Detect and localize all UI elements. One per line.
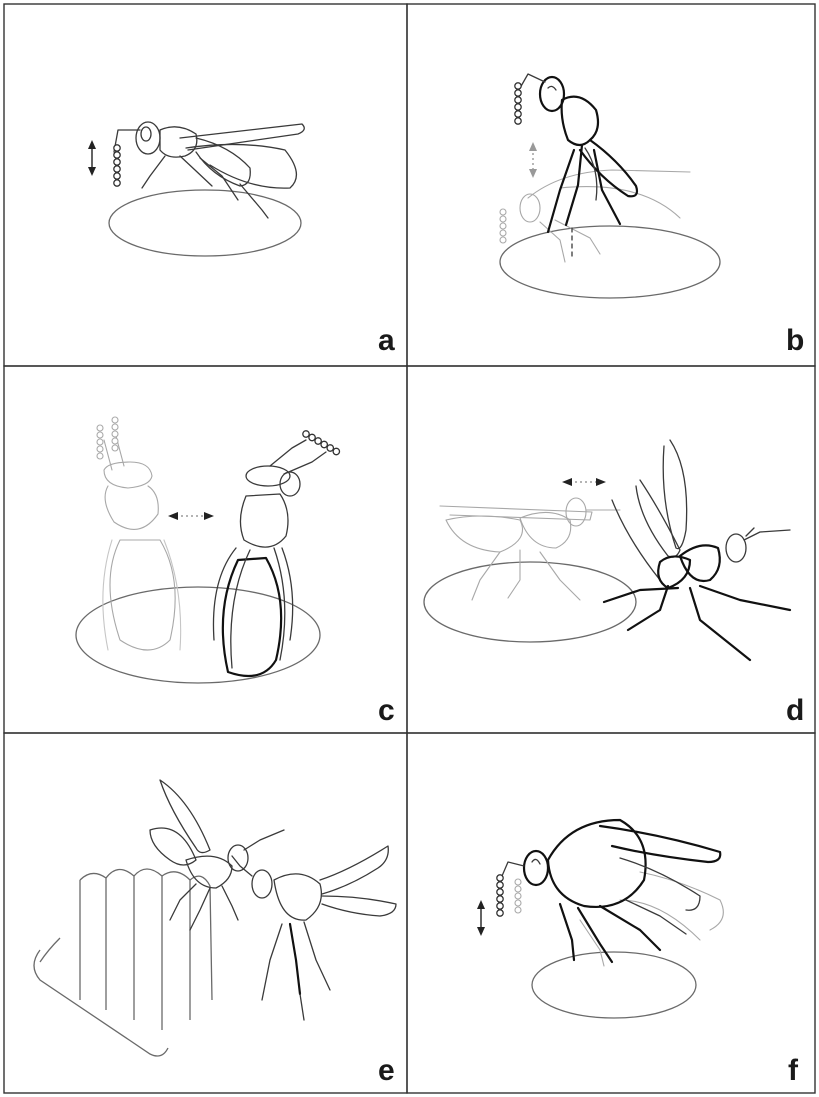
panel-letter-d: d	[786, 694, 804, 727]
horizontal-arrow-icon	[562, 478, 606, 486]
panel-e: e	[34, 780, 396, 1087]
panel-f: f	[477, 820, 799, 1087]
panel-c-frame	[4, 366, 407, 733]
wasp-drawing	[213, 430, 340, 676]
horizontal-arrow-icon	[168, 512, 214, 520]
panel-letter-f: f	[788, 1054, 799, 1087]
host-egg	[532, 952, 696, 1018]
panel-a: a	[88, 122, 395, 357]
panel-letter-b: b	[786, 324, 804, 357]
wasp-drawing	[497, 820, 720, 962]
egg-cluster	[34, 869, 212, 1056]
vertical-arrow-icon	[529, 142, 537, 178]
vertical-arrow-icon	[88, 140, 96, 176]
panel-letter-e: e	[378, 1054, 395, 1087]
host-egg	[109, 190, 301, 256]
wasp-ghost-left	[97, 417, 181, 650]
vertical-arrow-icon	[477, 900, 485, 936]
panel-b: b	[500, 74, 804, 357]
panel-e-frame	[4, 733, 407, 1093]
panel-letter-a: a	[378, 324, 395, 357]
panel-c: c	[76, 417, 395, 727]
wasp-drawing	[232, 846, 396, 1020]
panel-d-frame	[407, 366, 815, 733]
panel-b-frame	[407, 4, 815, 366]
wasp-ghost-position	[500, 170, 690, 262]
panel-a-frame	[4, 4, 407, 366]
wasp-drawing	[150, 780, 284, 930]
wasp-drawing	[604, 440, 790, 660]
panel-letter-c: c	[378, 694, 395, 727]
panel-d: d	[424, 440, 804, 727]
host-egg	[500, 226, 720, 298]
wasp-drawing	[114, 122, 304, 218]
wasp-ghost-left	[440, 498, 620, 600]
wasp-drawing	[515, 74, 637, 260]
